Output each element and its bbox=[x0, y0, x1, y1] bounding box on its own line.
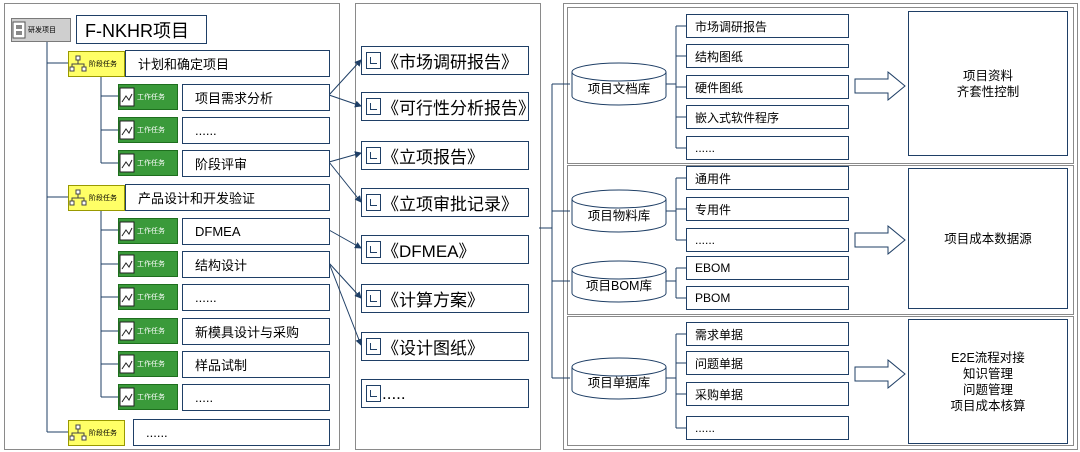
repository-item: 采购单据 bbox=[686, 382, 849, 406]
document-box: 《DFMEA》 bbox=[361, 235, 529, 264]
phase-box: 产品设计和开发验证 bbox=[125, 184, 330, 211]
task-icon: 工作任务 bbox=[118, 84, 178, 110]
repository-item: 结构图纸 bbox=[686, 44, 849, 68]
document-icon bbox=[366, 194, 381, 211]
output-line: 齐套性控制 bbox=[956, 84, 1020, 99]
phase-icon: 阶段任务 bbox=[68, 51, 125, 77]
document-box: ..... bbox=[361, 379, 529, 408]
task-box: 项目需求分析 bbox=[182, 84, 330, 111]
phase-icon-label: 阶段任务 bbox=[89, 195, 117, 202]
task-icon: 工作任务 bbox=[118, 384, 178, 410]
task-icon-label: 工作任务 bbox=[137, 294, 165, 301]
task-icon: 工作任务 bbox=[118, 117, 178, 143]
document-box: 《立项报告》 bbox=[361, 141, 529, 170]
repository-item: ...... bbox=[686, 416, 849, 440]
document-box: 《设计图纸》 bbox=[361, 332, 529, 361]
task-icon-label: 工作任务 bbox=[137, 228, 165, 235]
document-box: 《市场调研报告》 bbox=[361, 46, 529, 75]
documents-panel bbox=[355, 3, 541, 450]
repository-label: 项目单据库 bbox=[587, 376, 651, 390]
output-line: 项目资料 bbox=[962, 68, 1013, 83]
document-icon bbox=[366, 52, 381, 69]
task-icon-label: 工作任务 bbox=[137, 328, 165, 335]
document-box: 《可行性分析报告》 bbox=[361, 92, 535, 121]
document-label: 《计算方案》 bbox=[382, 291, 484, 310]
task-icon-label: 工作任务 bbox=[137, 361, 165, 368]
output-line: 项目成本核算 bbox=[950, 398, 1026, 413]
task-icon: 工作任务 bbox=[118, 150, 178, 176]
repository-item: PBOM bbox=[686, 286, 849, 310]
repository-item: 嵌入式软件程序 bbox=[686, 105, 849, 129]
repository-label: 项目BOM库 bbox=[586, 279, 652, 293]
phase-box: 计划和确定项目 bbox=[125, 50, 330, 77]
material-repo-section bbox=[567, 165, 1074, 315]
document-icon bbox=[366, 98, 381, 115]
task-icon-label: 工作任务 bbox=[137, 160, 165, 167]
task-icon: 工作任务 bbox=[118, 251, 178, 277]
output-box: E2E流程对接 知识管理 问题管理 项目成本核算 bbox=[908, 319, 1068, 444]
task-icon-label: 工作任务 bbox=[137, 94, 165, 101]
phase-box: ...... bbox=[133, 419, 330, 446]
task-box: 样品试制 bbox=[182, 351, 330, 378]
task-icon-label: 工作任务 bbox=[137, 394, 165, 401]
document-icon bbox=[366, 385, 381, 402]
repository-item: ...... bbox=[686, 228, 849, 252]
output-line: 问题管理 bbox=[962, 382, 1013, 397]
repository-item: EBOM bbox=[686, 256, 849, 280]
repository-label: 项目文档库 bbox=[587, 82, 651, 96]
task-icon-label: 工作任务 bbox=[137, 261, 165, 268]
repository-item: 需求单据 bbox=[686, 322, 849, 346]
document-label: 《立项审批记录》 bbox=[382, 195, 518, 214]
document-label: 《可行性分析报告》 bbox=[382, 99, 535, 118]
task-box: 新模具设计与采购 bbox=[182, 318, 330, 345]
output-box: 项目资料 齐套性控制 bbox=[908, 11, 1068, 156]
phase-icon-label: 阶段任务 bbox=[89, 430, 117, 437]
document-label: 《DFMEA》 bbox=[382, 242, 476, 261]
project-icon: 研发项目 bbox=[11, 18, 71, 42]
output-line: E2E流程对接 bbox=[951, 350, 1025, 365]
document-label: 《市场调研报告》 bbox=[382, 53, 518, 72]
task-box: ...... bbox=[182, 284, 330, 311]
project-title: F-NKHR项目 bbox=[76, 15, 207, 44]
repository-item: 问题单据 bbox=[686, 351, 849, 375]
phase-icon: 阶段任务 bbox=[68, 420, 125, 446]
document-label: ..... bbox=[382, 383, 406, 403]
task-icon: 工作任务 bbox=[118, 218, 178, 244]
output-line: 项目成本数据源 bbox=[944, 231, 1032, 246]
document-label: 《设计图纸》 bbox=[382, 339, 484, 358]
document-icon bbox=[366, 241, 381, 258]
repository-label: 项目物料库 bbox=[587, 209, 651, 223]
task-icon: 工作任务 bbox=[118, 318, 178, 344]
task-icon: 工作任务 bbox=[118, 284, 178, 310]
output-line: 知识管理 bbox=[962, 366, 1013, 381]
task-box: 阶段评审 bbox=[182, 150, 330, 177]
repository-item: 专用件 bbox=[686, 197, 849, 221]
document-box: 《计算方案》 bbox=[361, 284, 529, 313]
document-repo-section bbox=[567, 7, 1074, 164]
task-box: 结构设计 bbox=[182, 251, 330, 278]
task-icon-label: 工作任务 bbox=[137, 127, 165, 134]
document-icon bbox=[366, 338, 381, 355]
repository-item: 通用件 bbox=[686, 166, 849, 190]
phase-icon: 阶段任务 bbox=[68, 185, 125, 211]
document-icon bbox=[366, 290, 381, 307]
output-box: 项目成本数据源 bbox=[908, 168, 1068, 309]
document-box: 《立项审批记录》 bbox=[361, 188, 529, 217]
repository-item: 硬件图纸 bbox=[686, 75, 849, 99]
repository-item: 市场调研报告 bbox=[686, 14, 849, 38]
task-box: ...... bbox=[182, 117, 330, 144]
task-box: DFMEA bbox=[182, 218, 330, 245]
document-icon bbox=[366, 147, 381, 164]
repository-item: ...... bbox=[686, 136, 849, 160]
task-box: ..... bbox=[182, 384, 330, 411]
document-label: 《立项报告》 bbox=[382, 148, 484, 167]
form-repo-section bbox=[567, 316, 1074, 446]
task-icon: 工作任务 bbox=[118, 351, 178, 377]
project-icon-label: 研发项目 bbox=[28, 27, 56, 34]
phase-icon-label: 阶段任务 bbox=[89, 61, 117, 68]
